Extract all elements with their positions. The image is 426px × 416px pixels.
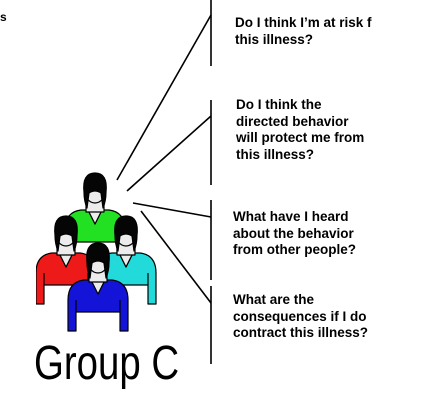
connector-line-1 bbox=[116, 14, 212, 181]
connector-line-4 bbox=[140, 210, 212, 304]
partial-text-fragment: s bbox=[0, 10, 7, 24]
connector-line-3 bbox=[132, 202, 212, 218]
group-of-people-icon bbox=[36, 172, 157, 332]
group-label: Group C bbox=[34, 337, 180, 390]
connector-line-2 bbox=[126, 115, 212, 192]
